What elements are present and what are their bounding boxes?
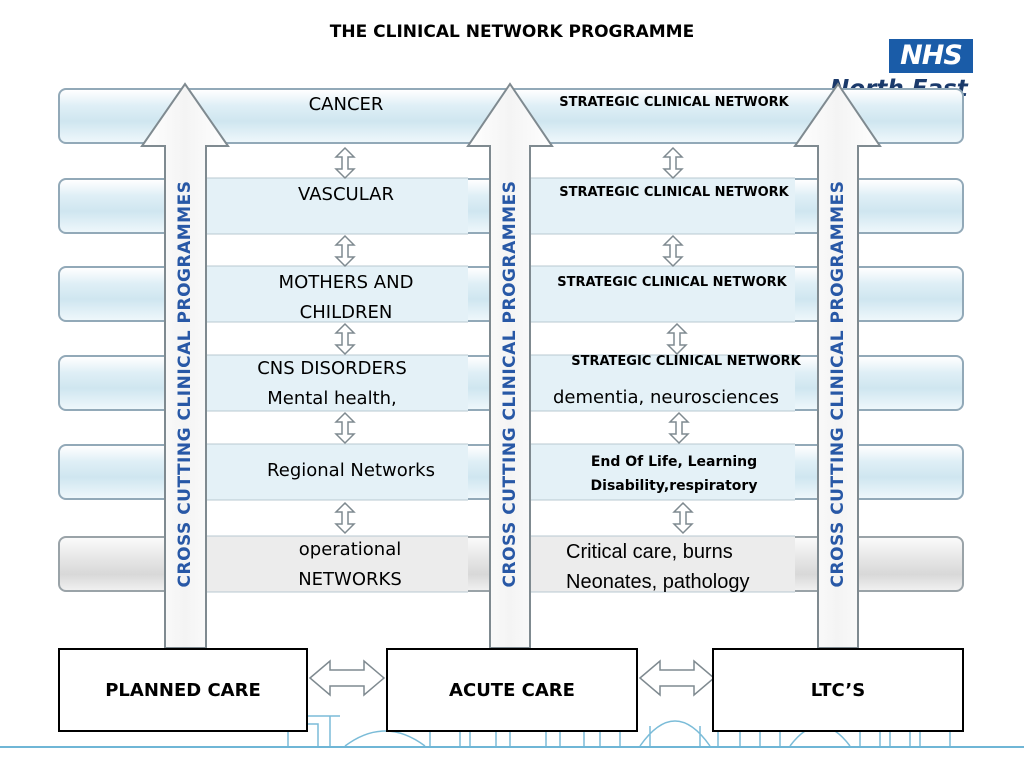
ltcs-box: LTC’S (712, 648, 964, 732)
row-label-cns-line2: Mental health, (267, 388, 397, 409)
acute-care-label: ACUTE CARE (449, 679, 575, 701)
row-label-critical-line2: Neonates, pathology (566, 571, 750, 593)
ltcs-label: LTC’S (810, 679, 866, 701)
row-label-dementia: dementia, neurosciences (552, 387, 780, 408)
planned-care-box: PLANNED CARE (58, 648, 308, 732)
column-bands (206, 178, 795, 592)
row-label-cns-line1: CNS DISORDERS (257, 358, 407, 379)
planned-care-label: PLANNED CARE (105, 679, 261, 701)
acute-care-box: ACUTE CARE (386, 648, 638, 732)
page-title: THE CLINICAL NETWORK PROGRAMME (329, 22, 695, 42)
row-label-operational-line2: NETWORKS (298, 569, 402, 590)
up-arrow-planned (140, 82, 230, 649)
row-label-cancer: CANCER (308, 94, 384, 115)
row-label-operational-line1: operational (298, 539, 402, 560)
vertical-double-arrows (334, 146, 694, 535)
bottom-divider (0, 746, 1024, 748)
scn-label-2: STRATEGIC CLINICAL NETWORK (559, 185, 789, 200)
row-label-regional: Regional Networks (267, 460, 435, 481)
row-label-eol-line1: End Of Life, Learning (590, 454, 758, 470)
scn-label-1: STRATEGIC CLINICAL NETWORK (559, 95, 789, 110)
row-label-mothers-line1: MOTHERS AND (278, 272, 414, 293)
column-band-edges (206, 177, 795, 593)
up-arrow-ltc (793, 82, 882, 649)
row-label-critical-line1: Critical care, burns (566, 541, 733, 563)
row-label-vascular: VASCULAR (298, 184, 394, 205)
row-label-eol-line2: Disability,respiratory (590, 478, 758, 494)
scn-label-4: STRATEGIC CLINICAL NETWORK (571, 354, 801, 369)
nhs-logo: NHS (889, 39, 973, 73)
row-label-mothers-line2: CHILDREN (299, 302, 393, 323)
horizontal-double-arrows (308, 659, 716, 697)
scn-label-3: STRATEGIC CLINICAL NETWORK (557, 275, 787, 290)
up-arrow-acute (466, 82, 554, 649)
